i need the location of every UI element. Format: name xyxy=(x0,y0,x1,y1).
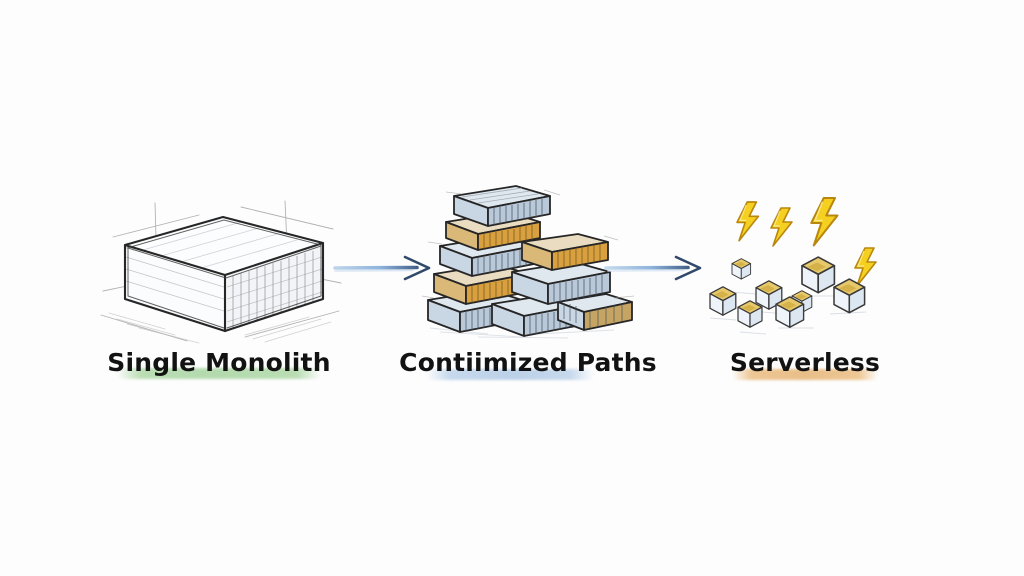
arrow-right-icon xyxy=(604,255,702,281)
monolith-left-face xyxy=(125,245,225,331)
stage-label: Serverless xyxy=(729,348,881,377)
function-cube xyxy=(731,258,752,280)
monolith-right-face xyxy=(225,243,323,331)
monolith-top-lines xyxy=(142,221,298,269)
container-orange-tr xyxy=(521,233,609,271)
arrow-1 xyxy=(333,252,438,284)
monolith-left-lines xyxy=(125,256,225,312)
green-highlight xyxy=(116,368,322,379)
stage-containers xyxy=(418,182,644,342)
label-serverless: Serverless xyxy=(695,348,915,380)
containerized-stack-illustration xyxy=(421,185,635,339)
blue-highlight xyxy=(426,369,594,380)
stage-monolith xyxy=(95,195,345,345)
function-cube xyxy=(801,256,836,294)
monolith-edges-overdraw xyxy=(126,219,322,329)
function-cube xyxy=(737,300,763,328)
lightning-bolt-icon xyxy=(854,247,877,287)
container-sketch-ticks xyxy=(421,189,635,299)
function-cube xyxy=(709,286,737,316)
arrow-2 xyxy=(604,252,709,284)
container-blue-br xyxy=(557,293,633,331)
orange-highlight xyxy=(732,369,878,380)
monolith-hatching xyxy=(226,251,323,328)
lightning-bolt-icon xyxy=(736,201,760,242)
monolith-ground-shadow xyxy=(108,312,332,344)
container-blue-mr xyxy=(511,261,611,305)
lightning-bolt-icon xyxy=(770,207,793,247)
monolith-edges xyxy=(123,215,325,333)
container-blue-top xyxy=(453,185,551,227)
function-cube xyxy=(775,296,805,328)
lightning-bolt-icon xyxy=(810,197,839,247)
label-contiimized-paths: Contiimized Paths xyxy=(388,348,668,380)
arrow-right-icon xyxy=(333,255,431,281)
function-cube xyxy=(833,278,866,314)
serverless-functions-illustration xyxy=(709,197,877,335)
label-single-monolith: Single Monolith xyxy=(89,348,349,379)
stage-serverless xyxy=(706,196,896,342)
stage-label: Single Monolith xyxy=(107,348,331,377)
single-monolith-illustration xyxy=(100,200,342,344)
stage-label: Contiimized Paths xyxy=(399,348,657,377)
